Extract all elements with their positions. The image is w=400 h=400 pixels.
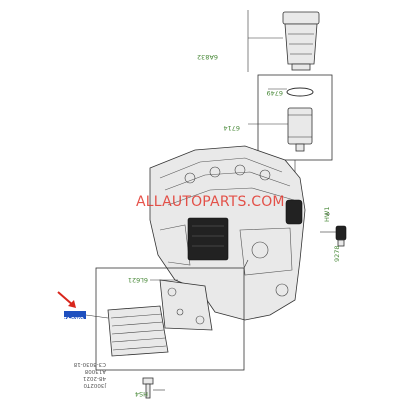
- part-tag: [64, 311, 86, 319]
- watermark: ALLAUTOPARTS.COM: [136, 194, 285, 210]
- callout-sensor-bolt: HW1: [323, 207, 331, 222]
- callout-o-ring: 6749: [266, 89, 283, 97]
- oil-pressure-sensor: [335, 225, 347, 247]
- oil-cooler: [107, 305, 169, 357]
- cooler-bolt: [142, 377, 154, 399]
- svg-text:J3002T0: J3002T0: [83, 382, 107, 388]
- oil-cooler-gasket: [159, 279, 213, 331]
- svg-text:A13008: A13008: [84, 368, 106, 374]
- engine-block: [149, 145, 306, 321]
- callout-cooler-gasket: 6L621: [128, 276, 148, 284]
- svg-text:48-2021: 48-2021: [83, 375, 106, 381]
- callout-sensor: 9278: [333, 245, 341, 262]
- drawing-code: J3002T0 48-2021 A13008 C3-3030-18: [73, 361, 107, 388]
- o-ring: [286, 87, 314, 97]
- oil-filter-element: [287, 107, 313, 152]
- oil-cooler-box: [95, 267, 245, 371]
- svg-text:C3-3030-18: C3-3030-18: [73, 361, 106, 367]
- callout-filter-element: 6714: [223, 124, 240, 132]
- callout-filter-cap: 6A832: [197, 53, 218, 61]
- callout-cooler-part: 6A642: [63, 315, 84, 322]
- oil-filter-cap: [282, 11, 320, 71]
- highlight-arrowhead: [68, 300, 76, 308]
- callout-bolt-bottom: HS4: [135, 390, 148, 398]
